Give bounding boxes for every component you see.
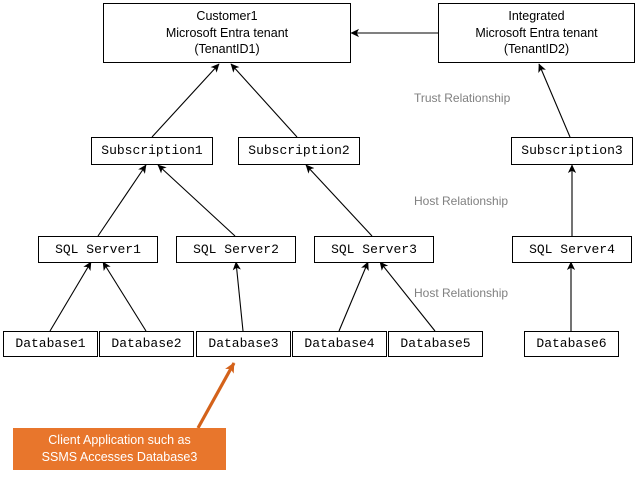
node-sqlserver1-label: SQL Server1 (55, 241, 141, 257)
node-database1[interactable]: Database1 (3, 331, 98, 357)
edge-label-host-relationship-lower: Host Relationship (414, 286, 509, 300)
callout-line-1: Client Application such as (48, 433, 191, 448)
node-subscription1-label: Subscription1 (101, 143, 203, 159)
node-sqlserver3[interactable]: SQL Server3 (314, 236, 434, 263)
edge-database2-to-sqlserver1 (102, 261, 147, 332)
node-sqlserver4-label: SQL Server4 (529, 241, 615, 257)
node-subscription3[interactable]: Subscription3 (511, 137, 633, 165)
node-tenant-integrated[interactable]: Integrated Microsoft Entra tenant (Tenan… (438, 3, 635, 63)
node-database5[interactable]: Database5 (388, 331, 483, 357)
node-database5-label: Database5 (400, 336, 471, 352)
edge-database1-to-sqlserver1 (49, 261, 92, 332)
tenant-customer1-line-1: Customer1 (196, 9, 258, 24)
callout-line-2: SSMS Accesses Database3 (41, 450, 198, 464)
edge-sqlserver3-to-subscription2 (305, 164, 373, 237)
tenant-integrated-line-3: (TenantID2) (503, 42, 570, 57)
edge-database3-to-sqlserver2 (232, 261, 244, 332)
edge-database4-to-sqlserver3 (338, 261, 369, 332)
node-database2[interactable]: Database2 (99, 331, 194, 357)
edge-label-host-relationship-upper: Host Relationship (414, 194, 509, 208)
node-subscription2[interactable]: Subscription2 (238, 137, 360, 165)
node-database3-label: Database3 (208, 336, 279, 352)
node-database2-label: Database2 (111, 336, 182, 352)
edge-sqlserver2-to-subscription1 (157, 164, 236, 237)
edge-subscription1-to-customer1 (151, 63, 220, 138)
node-database6-label: Database6 (536, 336, 607, 352)
callout-client-application[interactable]: Client Application such as SSMS Accesses… (13, 428, 226, 470)
tenant-customer1-line-3: (TenantID1) (194, 42, 260, 57)
edge-sqlserver1-to-subscription1 (97, 164, 147, 237)
tenant-integrated-line-2: Microsoft Entra tenant (475, 25, 598, 40)
edge-subscription3-to-integrated (538, 63, 571, 138)
node-database4[interactable]: Database4 (292, 331, 387, 357)
edge-subscription2-to-customer1 (230, 63, 298, 138)
node-sqlserver2[interactable]: SQL Server2 (176, 236, 296, 263)
node-tenant-customer1[interactable]: Customer1 Microsoft Entra tenant (Tenant… (103, 3, 351, 63)
node-database3[interactable]: Database3 (196, 331, 291, 357)
node-sqlserver1[interactable]: SQL Server1 (38, 236, 158, 263)
node-sqlserver2-label: SQL Server2 (193, 241, 279, 257)
edge-callout-to-database3 (196, 362, 236, 429)
edge-label-trust-relationship: Trust Relationship (414, 91, 511, 105)
node-database6[interactable]: Database6 (524, 331, 619, 357)
node-subscription1[interactable]: Subscription1 (91, 137, 213, 165)
tenant-customer1-line-2: Microsoft Entra tenant (165, 25, 289, 40)
node-sqlserver3-label: SQL Server3 (331, 241, 417, 257)
node-database4-label: Database4 (304, 336, 375, 352)
node-sqlserver4[interactable]: SQL Server4 (512, 236, 632, 263)
node-database1-label: Database1 (15, 336, 86, 352)
node-subscription2-label: Subscription2 (248, 143, 350, 159)
tenant-integrated-line-1: Integrated (508, 9, 565, 24)
node-subscription3-label: Subscription3 (521, 143, 623, 159)
